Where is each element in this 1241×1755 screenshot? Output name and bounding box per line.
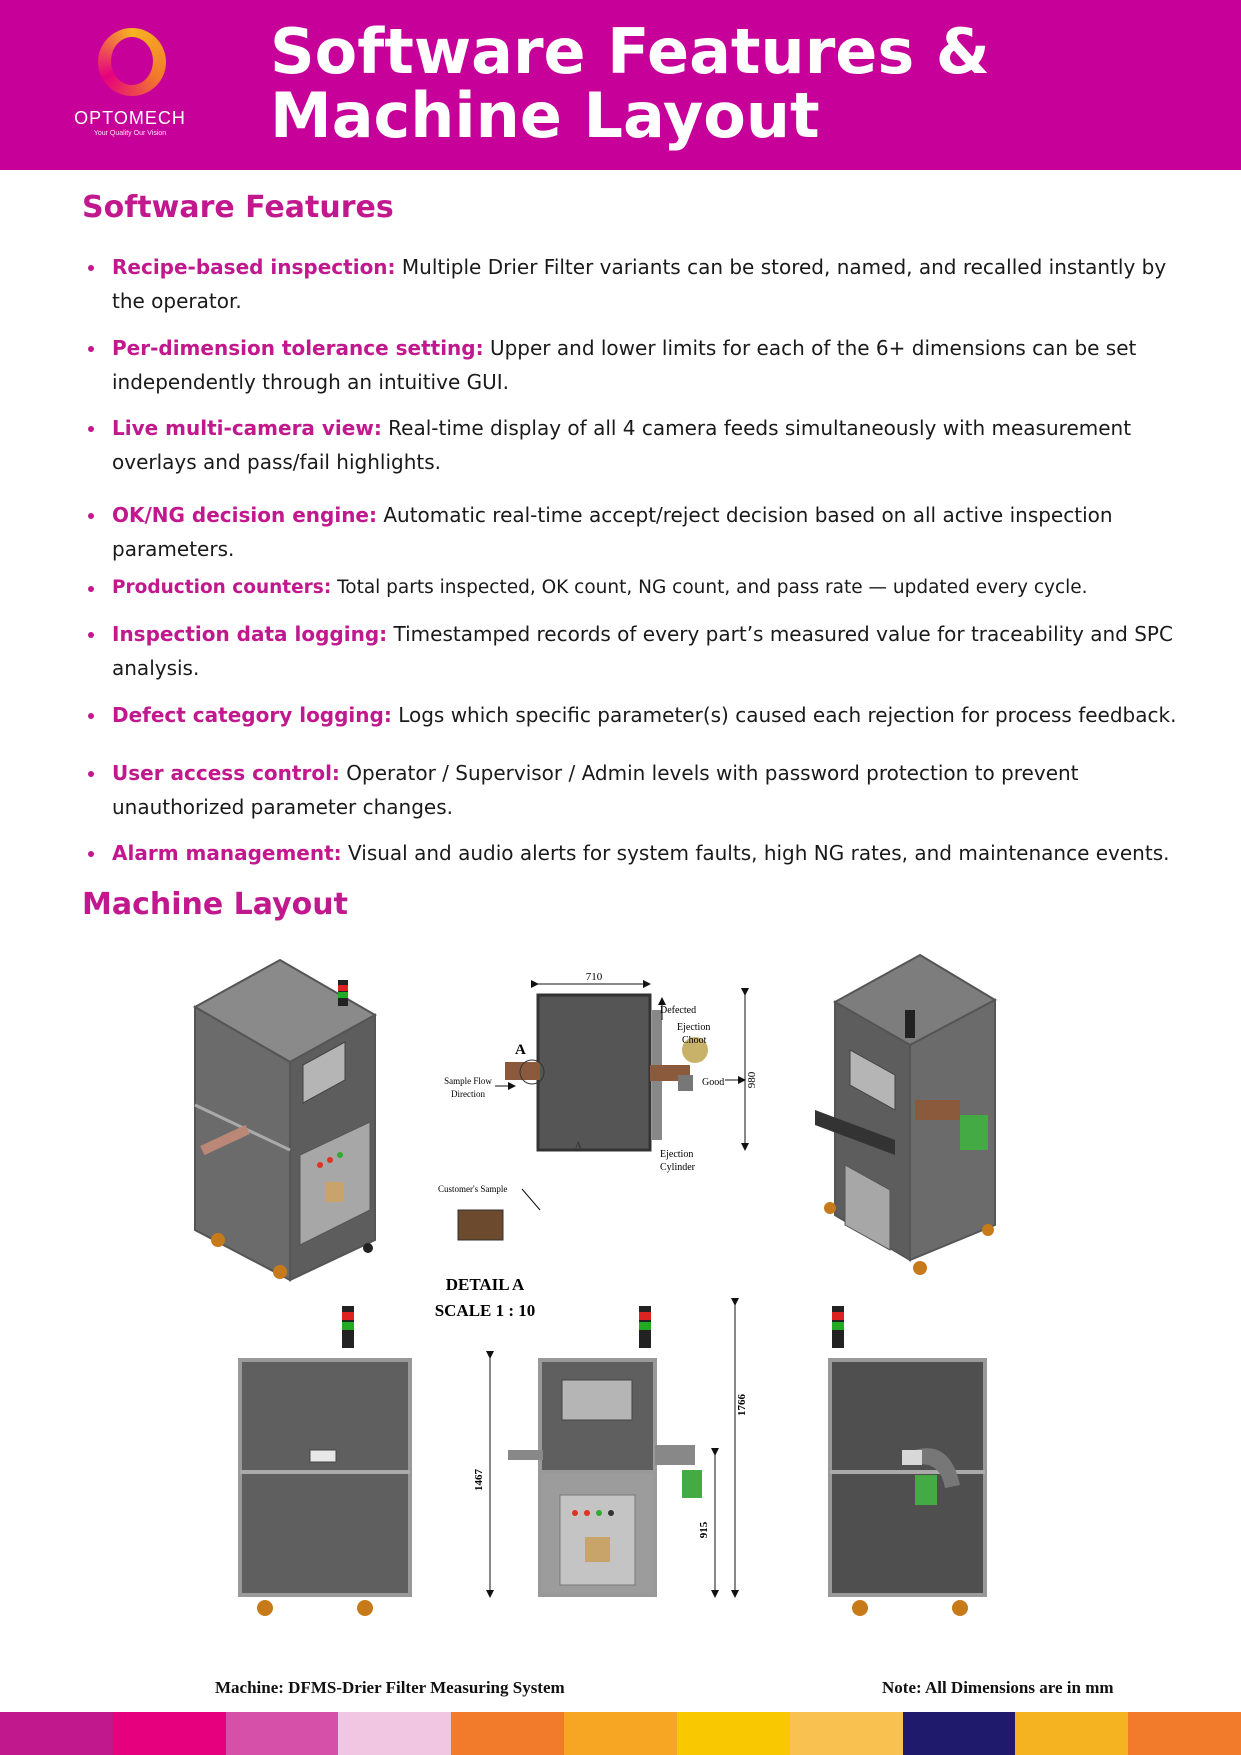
feature-text: Visual and audio alerts for system fault… [341,841,1170,865]
feature-item: Alarm management: Visual and audio alert… [82,836,1192,870]
machine-layout-heading: Machine Layout [82,887,348,922]
color-bar-segment [676,1712,790,1755]
feature-text: Automatic real-time accept/reject decisi… [112,503,1113,561]
feature-text: Timestamped records of every part’s meas… [112,622,1173,680]
feature-term: Live multi-camera view: [112,416,382,440]
feature-item: OK/NG decision engine: Automatic real-ti… [82,498,1192,566]
dim-height-table: 1467 [473,1469,485,1492]
feature-item: Defect category logging: Logs which spec… [82,698,1192,732]
color-bar-segment [112,1712,226,1755]
detail-title: DETAIL A [446,1275,525,1294]
label-ejection-choot-2: Choot [682,1035,707,1046]
color-bar-segment [1128,1712,1241,1755]
machine-iso-front-left [192,958,378,1282]
label-sample-flow-2: Direction [451,1089,485,1099]
page-header: OPTOMECH Your Quality Our Vision Softwar… [0,0,1241,170]
feature-item: Recipe-based inspection: Multiple Drier … [82,250,1192,318]
label-ejection-cylinder-1: Ejection [660,1149,693,1160]
logo-name: OPTOMECH [74,108,186,128]
label-a: A [515,1042,526,1058]
label-a-detail-ref: A [575,1140,582,1150]
feature-text: Logs which specific parameter(s) caused … [391,703,1177,727]
feature-text: Multiple Drier Filter variants can be st… [112,255,1167,313]
feature-text: Total parts inspected, OK count, NG coun… [331,577,1088,598]
feature-text: Upper and lower limits for each of the 6… [112,336,1137,394]
label-good: Good [702,1077,724,1088]
color-bar-segment [789,1712,903,1755]
dim-height-lower: 915 [698,1521,710,1538]
color-bar-segment [564,1712,677,1755]
feature-term: Recipe-based inspection: [112,255,396,279]
feature-term: Alarm management: [112,841,342,865]
machine-side-view [238,1306,412,1616]
machine-iso-rear-right [815,953,998,1275]
color-bar-segment [338,1712,452,1755]
feature-item: Production counters: Total parts inspect… [82,571,1192,605]
logo-ring-icon [98,28,166,96]
dim-depth: 980 [746,1071,758,1088]
machine-top-view: 710 980 Defected Ejection Choot Good Sam… [435,971,758,1320]
footer-color-bar [0,1712,1241,1755]
feature-item: User access control: Operator / Supervis… [82,756,1192,824]
feature-item: Inspection data logging: Timestamped rec… [82,617,1192,685]
feature-term: Per-dimension tolerance setting: [112,336,484,360]
feature-term: Defect category logging: [112,703,392,727]
color-bar-segment [451,1712,565,1755]
label-customer-sample: Customer's Sample [438,1184,507,1194]
label-defected: Defected [660,1005,696,1016]
feature-text: Real-time display of all 4 camera feeds … [112,416,1132,474]
software-features-heading: Software Features [82,190,394,225]
feature-term: OK/NG decision engine: [112,503,377,527]
machine-caption: Machine: DFMS-Drier Filter Measuring Sys… [215,1678,565,1697]
machine-layout-drawing: 710 980 Defected Ejection Choot Good Sam… [192,953,998,1616]
label-ejection-choot-1: Ejection [677,1022,710,1033]
dim-height-total: 1766 [736,1394,748,1417]
detail-scale: SCALE 1 : 10 [435,1301,536,1320]
feature-term: Production counters: [112,577,332,598]
dimensions-note: Note: All Dimensions are in mm [882,1678,1114,1697]
color-bar-segment [225,1712,339,1755]
feature-term: User access control: [112,761,340,785]
feature-item: Per-dimension tolerance setting: Upper a… [82,331,1192,399]
machine-front-view: 1766 1467 915 [473,1298,748,1598]
feature-item: Live multi-camera view: Real-time displa… [82,411,1192,479]
feature-term: Inspection data logging: [112,622,388,646]
optomech-logo: OPTOMECH Your Quality Our Vision [60,22,200,142]
color-bar-segment [0,1712,113,1755]
page-title: Software Features & Machine Layout [270,15,990,152]
feature-text: Operator / Supervisor / Admin levels wit… [112,761,1079,819]
label-ejection-cylinder-2: Cylinder [660,1162,696,1173]
logo-tagline: Your Quality Our Vision [93,130,167,137]
machine-rear-view [828,1306,987,1616]
color-bar-segment [1015,1712,1129,1755]
color-bar-segment [902,1712,1016,1755]
label-sample-flow-1: Sample Flow [444,1076,492,1086]
dim-width: 710 [586,971,603,983]
